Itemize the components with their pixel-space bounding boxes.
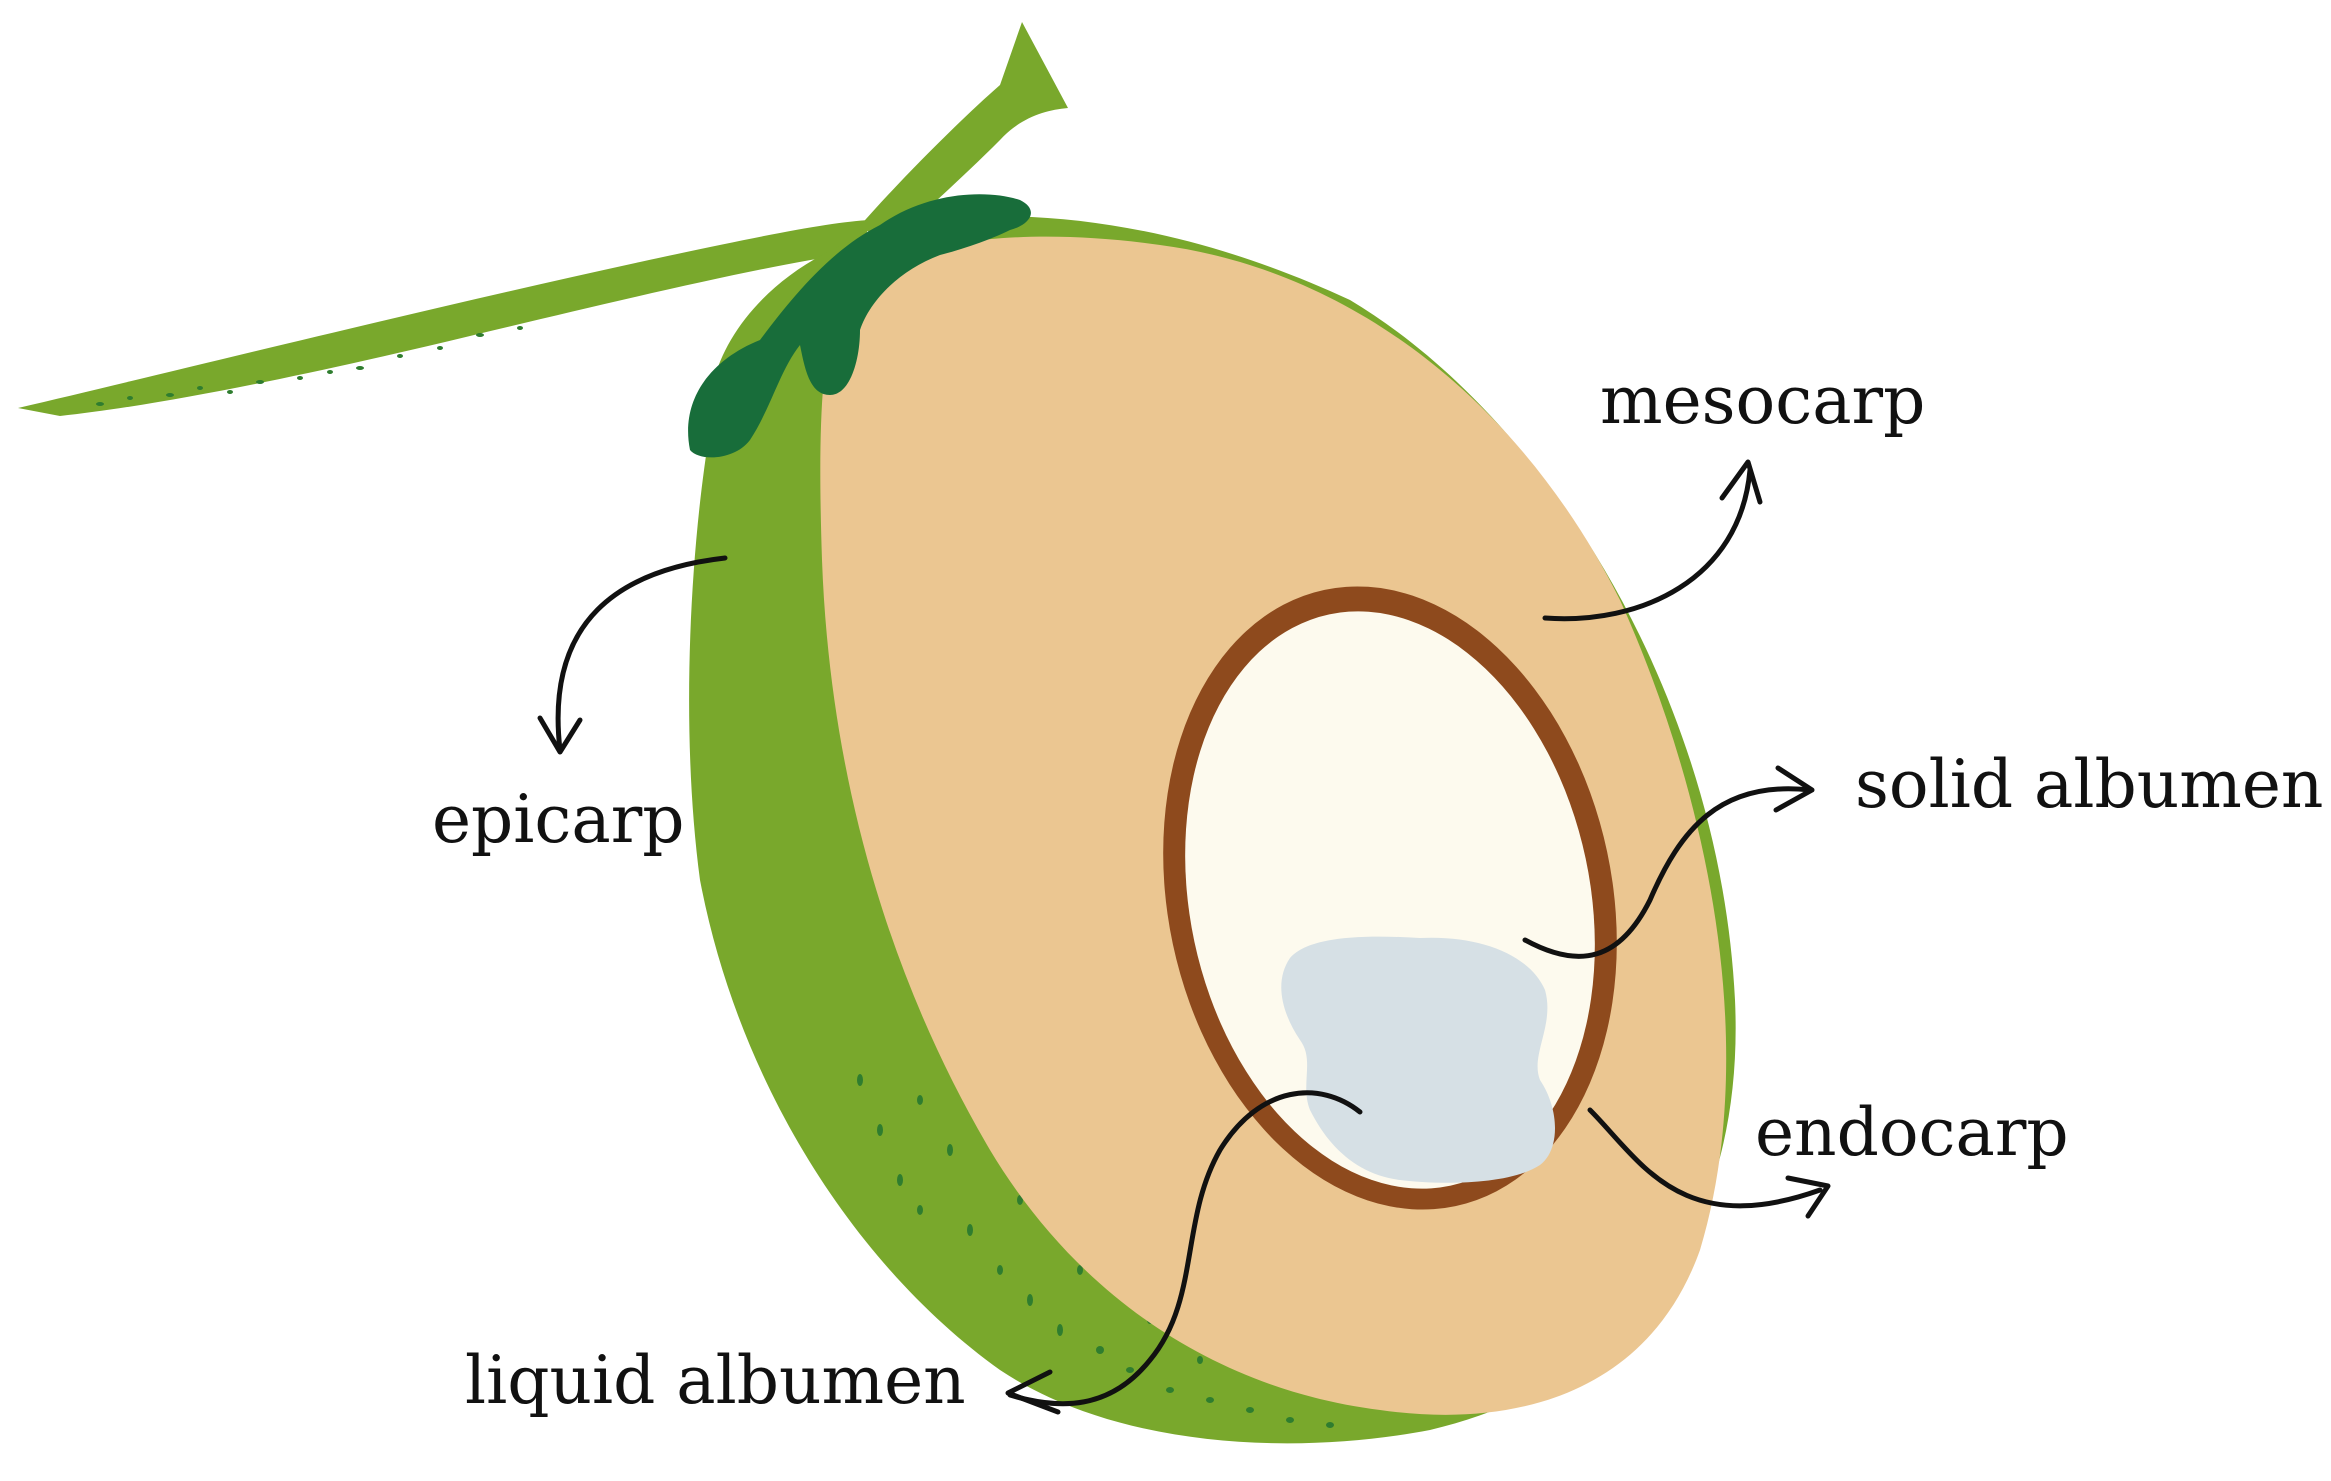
- stem-left: [18, 220, 870, 416]
- label-mesocarp: mesocarp: [1600, 362, 1926, 439]
- stem-up: [858, 22, 1068, 240]
- label-solid-albumen: solid albumen: [1855, 746, 2324, 823]
- liquid-albumen: [1281, 936, 1555, 1183]
- stem-speckles: [96, 326, 523, 406]
- arrow-endocarp: [1587, 1107, 1823, 1209]
- calyx: [688, 194, 1031, 458]
- arrowhead-epicarp: [537, 715, 583, 755]
- arrowhead-endocarp: [1785, 1175, 1831, 1219]
- label-epicarp: epicarp: [432, 781, 685, 858]
- arrow-mesocarp: [1542, 467, 1753, 622]
- body-speckles: [857, 1074, 1334, 1428]
- label-endocarp: endocarp: [1755, 1094, 2069, 1171]
- label-liquid-albumen: liquid albumen: [465, 1342, 966, 1419]
- arrowhead-mesocarp: [1719, 459, 1763, 505]
- arrowhead-liquid-albumen: [1005, 1369, 1061, 1415]
- arrow-solid-albumen: [1522, 786, 1813, 959]
- arrow-liquid-albumen: [1007, 1090, 1363, 1407]
- arrow-epicarp: [555, 555, 728, 753]
- arrowhead-solid-albumen: [1773, 765, 1815, 813]
